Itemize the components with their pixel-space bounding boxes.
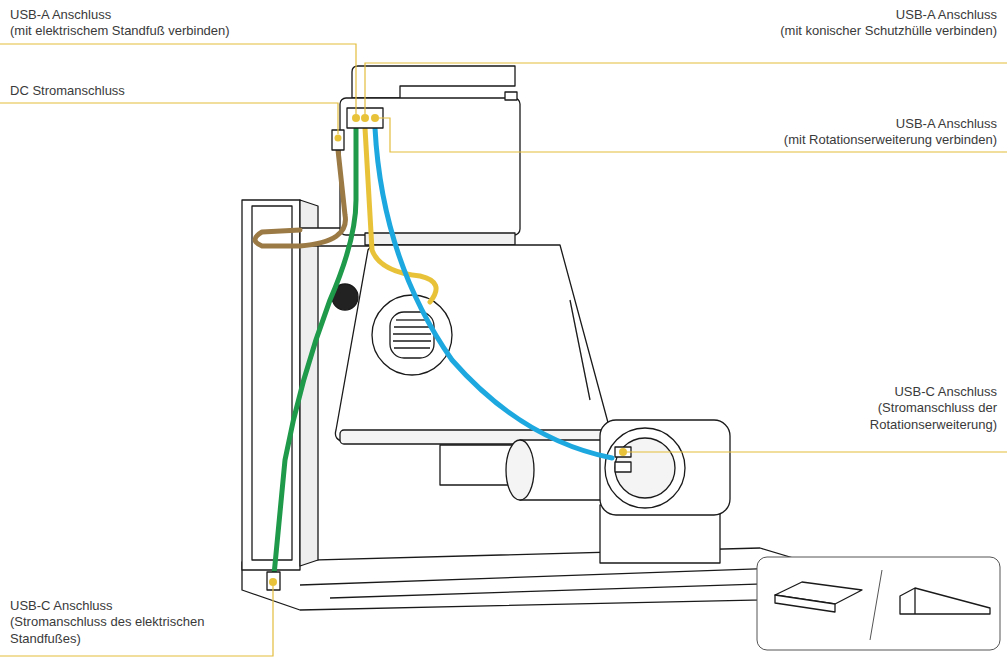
roller-end — [506, 440, 534, 500]
grille-bar — [394, 347, 430, 348]
usb-port — [615, 462, 631, 472]
rotary-face — [605, 428, 685, 508]
callout-label: USB-C Anschluss — [894, 383, 997, 400]
port-dot — [619, 448, 627, 456]
grille-bar — [393, 340, 431, 341]
callout-label: (mit elektrischem Standfuß verbinden) — [10, 22, 230, 39]
callout-label: (Stromanschluss des elektrischen Standfu… — [10, 613, 230, 647]
callout-label: USB-C Anschluss — [10, 597, 113, 614]
port-dot — [335, 135, 342, 142]
head-button — [505, 92, 517, 100]
rotary-face-inner — [615, 438, 675, 498]
rotary-body — [600, 420, 730, 515]
grille-bar — [394, 326, 430, 327]
column-frame — [242, 200, 300, 570]
wedge-pad — [900, 588, 990, 614]
port-dot — [361, 114, 369, 122]
leader-line — [0, 586, 273, 656]
green-cable — [274, 128, 356, 575]
grille-bar — [396, 319, 428, 320]
inset-divider — [870, 570, 882, 640]
port-dot — [371, 114, 379, 122]
port-dot — [352, 114, 360, 122]
flat-pad-side — [775, 595, 835, 612]
handle — [352, 66, 515, 98]
leader-line — [0, 103, 338, 134]
blue-cable — [375, 128, 612, 458]
cone-housing — [335, 245, 610, 442]
fan-cover — [372, 295, 452, 375]
column-inner — [252, 206, 292, 560]
base-rail — [300, 568, 780, 585]
wedge-rib — [914, 588, 915, 614]
grille-bar — [393, 333, 431, 334]
callout-label: USB-A Anschluss — [896, 6, 997, 23]
leader-line — [627, 451, 1007, 452]
callout-label: (mit Rotationserweiterung verbinden) — [784, 131, 997, 148]
port-dot — [269, 578, 277, 586]
callout-label: (Stromanschluss der Rotationserweiterung… — [837, 399, 997, 433]
dc-cable — [255, 150, 345, 246]
callout-label: (mit konischer Schutzhülle verbinden) — [780, 22, 997, 39]
leader-line — [365, 63, 1007, 114]
inset-box — [757, 557, 1000, 650]
housing-edge — [570, 300, 590, 400]
callout-label: USB-A Anschluss — [10, 6, 111, 23]
base-rail — [330, 582, 820, 598]
callout-label: DC Stromanschluss — [10, 82, 125, 99]
callout-label: USB-A Anschluss — [896, 115, 997, 132]
head-plate — [365, 233, 515, 245]
